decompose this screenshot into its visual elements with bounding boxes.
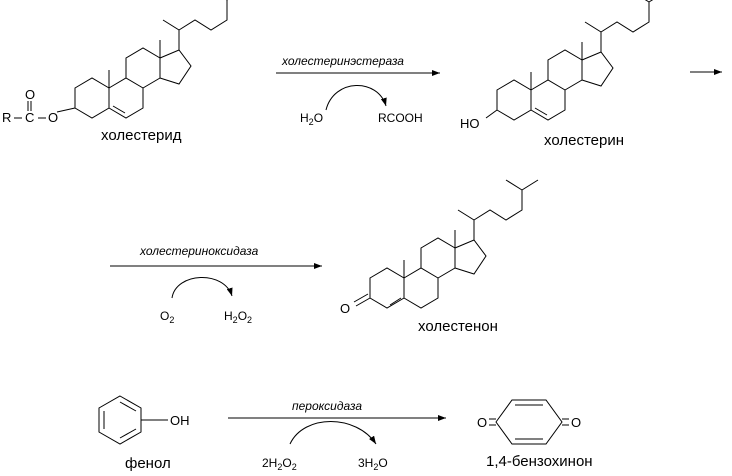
phenol-oh: OH: [170, 413, 190, 428]
peroxide-label-2: 2H2O2: [262, 456, 297, 472]
water-label-2: 3H2O: [358, 456, 388, 472]
cholesteride-label: холестерид: [101, 127, 182, 144]
reaction-1: холестеринэстераза H2O RCOOH: [276, 54, 440, 127]
curved-arrow-3: [289, 421, 377, 445]
oxygen-label: O2: [160, 309, 174, 325]
phenol-label: фенол: [125, 455, 171, 472]
keto-bond: [353, 293, 371, 307]
r-group: R: [2, 110, 11, 125]
carbonyl-oxygen: O: [25, 87, 35, 102]
quinone-oxygen-left: O: [477, 415, 487, 430]
cholestenone-label: холестенон: [418, 318, 498, 335]
ester-group: [14, 101, 76, 119]
oh-bond: [485, 109, 498, 119]
curved-arrow-2: [171, 277, 233, 299]
cholesterol-structure: [496, 0, 666, 121]
ester-oxygen: O: [48, 110, 58, 125]
reaction-2: холестериноксидаза O2 H2O2: [110, 244, 322, 325]
cholesteride-structure: [74, 0, 244, 119]
enzyme-label-3: пероксидаза: [292, 399, 362, 413]
benzoquinone-label: 1,4-бензохинон: [486, 453, 593, 470]
rcooh-label: RCOOH: [378, 111, 423, 125]
enzyme-label-2: холестериноксидаза: [139, 244, 259, 258]
quinone-oxygen-right: O: [571, 415, 581, 430]
keto-oxygen: O: [340, 301, 350, 316]
cholestenone-structure: [369, 179, 539, 309]
hydroxyl-group: HO: [460, 116, 480, 131]
carbonyl-carbon: C: [25, 110, 34, 125]
peroxide-label-1: H2O2: [224, 309, 252, 325]
water-label: H2O: [300, 111, 323, 127]
cholesterol-label: холестерин: [544, 132, 624, 149]
enzyme-label-1: холестеринэстераза: [281, 54, 404, 68]
benzoquinone-structure: [489, 399, 569, 445]
reaction-3: пероксидаза 2H2O2 3H2O: [228, 399, 446, 472]
curved-arrow-1: [325, 85, 387, 111]
phenol-structure: [98, 395, 168, 445]
